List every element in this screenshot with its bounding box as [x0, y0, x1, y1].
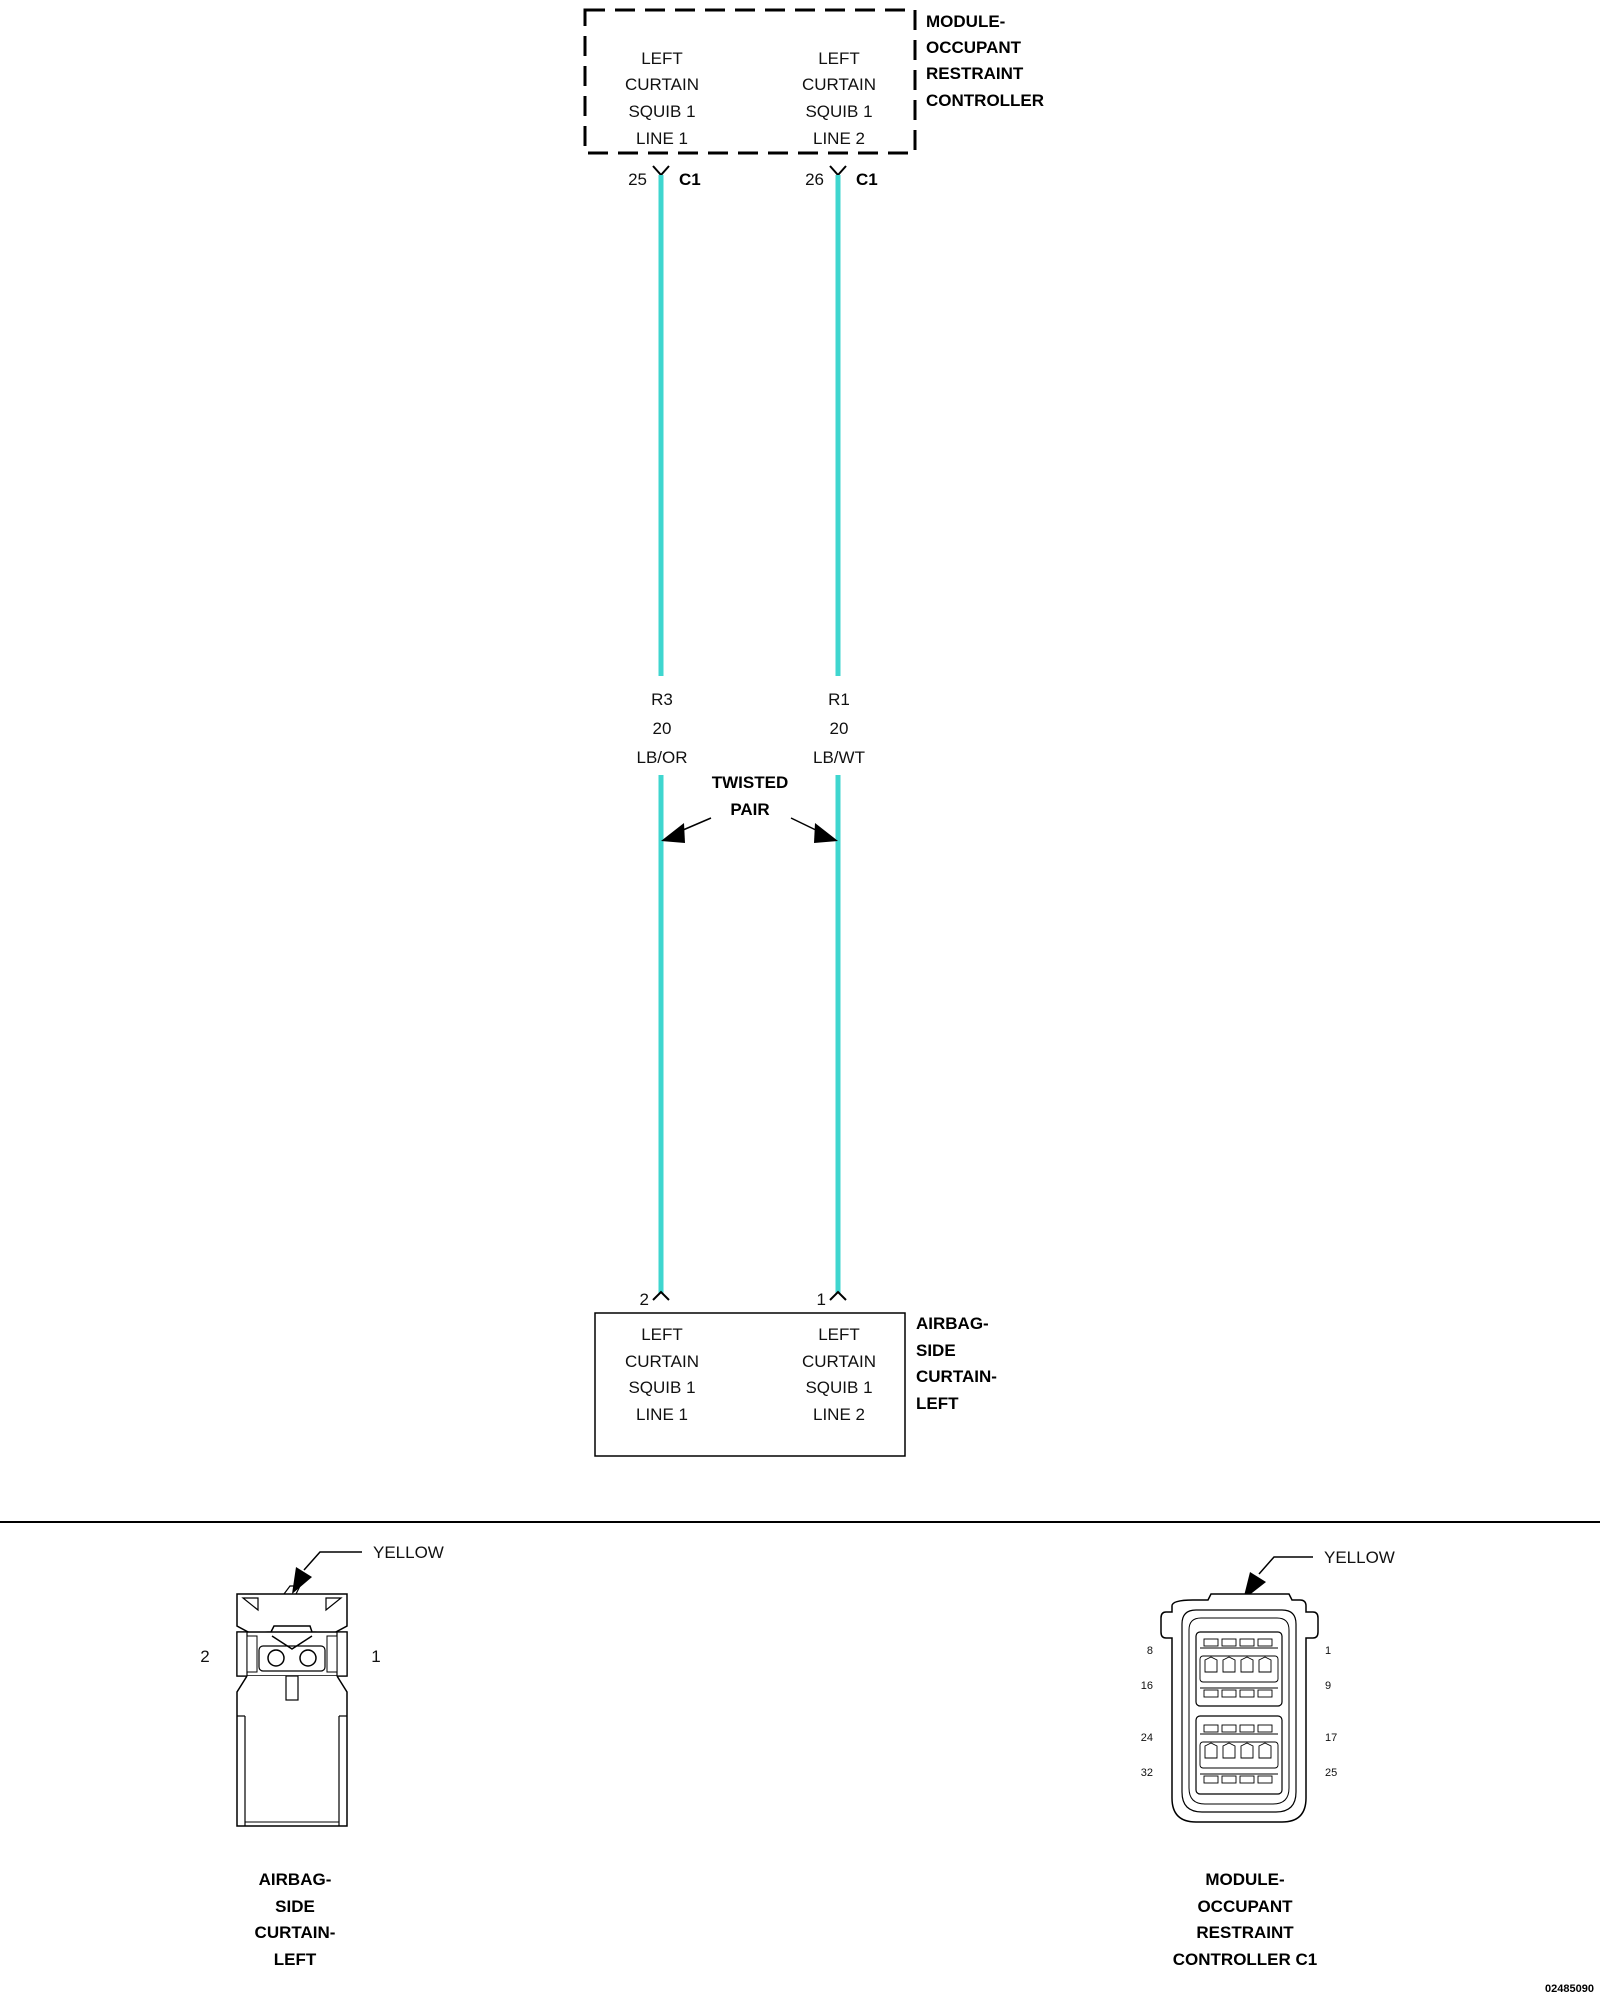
wire-right-gauge: 20 — [830, 719, 849, 738]
airbag-connector-color-label: YELLOW — [373, 1543, 444, 1562]
airbag-caption-line-3: CURTAIN- — [255, 1923, 336, 1942]
wire-left-color: LB/OR — [636, 748, 687, 767]
airbag-right-cell-line-1: LEFT — [818, 1325, 860, 1344]
twisted-pair-callout: TWISTED PAIR — [661, 773, 838, 843]
module-left-cell-line-4: LINE 1 — [636, 129, 688, 148]
module-name-line-1: MODULE- — [926, 12, 1005, 31]
airbag-connector-pin-right: 1 — [371, 1647, 380, 1666]
airbag-name-line-2: SIDE — [916, 1341, 956, 1360]
airbag-name-line-3: CURTAIN- — [916, 1367, 997, 1386]
module-pin-8: 8 — [1147, 1645, 1153, 1657]
module-pin-17: 17 — [1325, 1732, 1337, 1744]
module-name-line-4: CONTROLLER — [926, 91, 1044, 110]
module-left-cell-line-2: CURTAIN — [625, 75, 699, 94]
wire-left-circuit: R3 — [651, 690, 673, 709]
airbag-name-line-4: LEFT — [916, 1394, 959, 1413]
module-pin-32: 32 — [1141, 1767, 1153, 1779]
module-caption-line-4: CONTROLLER C1 — [1173, 1950, 1318, 1969]
occupant-restraint-module: LEFT CURTAIN SQUIB 1 LINE 1 LEFT CURTAIN… — [583, 8, 1044, 155]
wire-right-color: LB/WT — [813, 748, 865, 767]
module-upper-terminals — [1199, 1638, 1279, 1698]
module-pin-16: 16 — [1141, 1680, 1153, 1692]
airbag-left-cell-line-4: LINE 1 — [636, 1405, 688, 1424]
module-right-cell-line-3: SQUIB 1 — [805, 102, 872, 121]
wire-left-gauge: 20 — [653, 719, 672, 738]
module-right-cell-line-4: LINE 2 — [813, 129, 865, 148]
module-name-line-2: OCCUPANT — [926, 38, 1022, 57]
airbag-right-cell-line-3: SQUIB 1 — [805, 1378, 872, 1397]
airbag-pin-1: 1 — [817, 1290, 847, 1309]
airbag-pin-left-label: 2 — [640, 1290, 649, 1309]
airbag-connector-pin-left: 2 — [200, 1647, 209, 1666]
module-pin-25: 25 — [1325, 1767, 1337, 1779]
module-callout-arrow-icon — [1243, 1572, 1266, 1600]
wire-right-circuit: R1 — [828, 690, 850, 709]
module-caption-line-3: RESTRAINT — [1196, 1923, 1294, 1942]
airbag-caption-line-4: LEFT — [274, 1950, 317, 1969]
module-pin-24: 24 — [1141, 1732, 1153, 1744]
module-connector-right-label: C1 — [856, 170, 878, 189]
airbag-connector-view: YELLOW 2 1 AIRBAG- SIDE CURTAIN- LEFT — [200, 1543, 444, 1969]
airbag-side-curtain-left: LEFT CURTAIN SQUIB 1 LINE 1 LEFT CURTAIN… — [594, 1312, 997, 1457]
airbag-name-line-1: AIRBAG- — [916, 1314, 989, 1333]
drawing-id: 02485090 — [1545, 1983, 1594, 1995]
airbag-right-cell-line-4: LINE 2 — [813, 1405, 865, 1424]
module-pin-26: 26 C1 — [805, 165, 878, 189]
module-connector-view: YELLOW — [1141, 1548, 1395, 1969]
airbag-pin-right-label: 1 — [817, 1290, 826, 1309]
module-left-cell-line-1: LEFT — [641, 49, 683, 68]
module-right-cell-line-1: LEFT — [818, 49, 860, 68]
module-pin-right-label: 26 — [805, 170, 824, 189]
module-caption-line-2: OCCUPANT — [1197, 1897, 1293, 1916]
module-lower-terminals — [1199, 1724, 1279, 1784]
airbag-left-cell-line-1: LEFT — [641, 1325, 683, 1344]
airbag-caption-line-1: AIRBAG- — [259, 1870, 332, 1889]
module-pin-25: 25 C1 — [628, 165, 701, 189]
module-left-cell-line-3: SQUIB 1 — [628, 102, 695, 121]
module-name-line-3: RESTRAINT — [926, 64, 1024, 83]
airbag-pin-2: 2 — [640, 1290, 670, 1309]
twisted-pair-label-1: TWISTED — [712, 773, 789, 792]
module-connector-color-label: YELLOW — [1324, 1548, 1395, 1567]
airbag-caption-line-2: SIDE — [275, 1897, 315, 1916]
module-connector-left-label: C1 — [679, 170, 701, 189]
module-pin-left-label: 25 — [628, 170, 647, 189]
module-caption-line-1: MODULE- — [1205, 1870, 1284, 1889]
airbag-callout-arrow-icon — [292, 1567, 312, 1594]
airbag-right-cell-line-2: CURTAIN — [802, 1352, 876, 1371]
airbag-left-cell-line-2: CURTAIN — [625, 1352, 699, 1371]
module-pin-1: 1 — [1325, 1645, 1331, 1657]
module-right-cell-line-2: CURTAIN — [802, 75, 876, 94]
airbag-left-cell-line-3: SQUIB 1 — [628, 1378, 695, 1397]
twisted-pair-label-2: PAIR — [730, 800, 769, 819]
module-pin-9: 9 — [1325, 1680, 1331, 1692]
